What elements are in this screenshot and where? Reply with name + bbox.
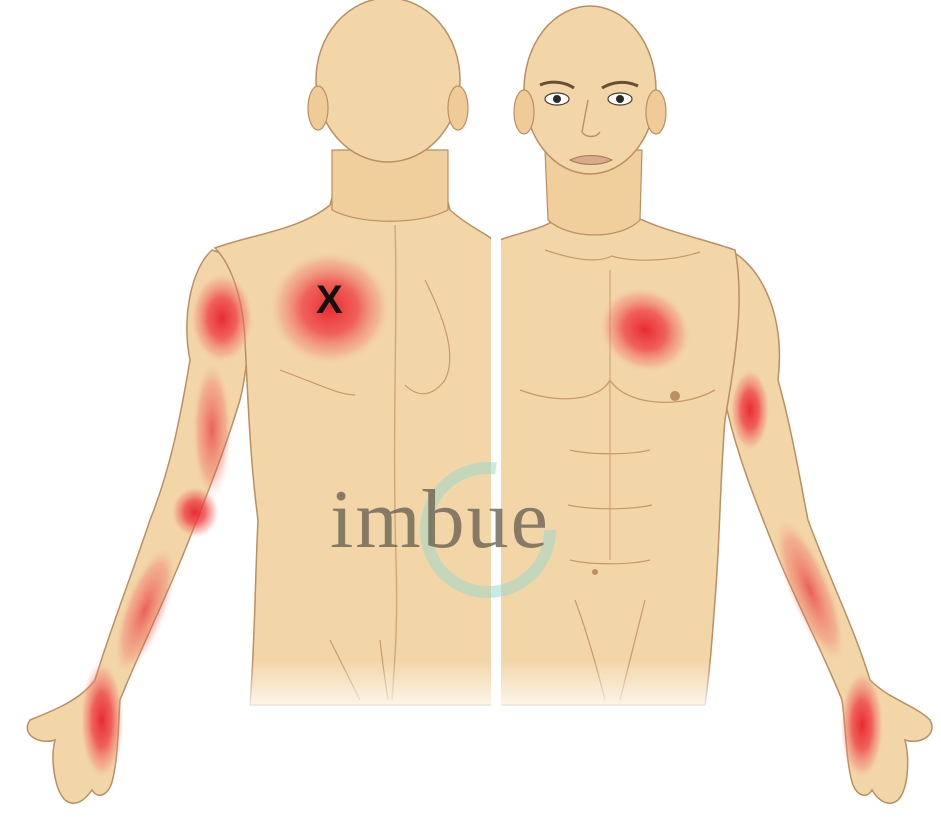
front-left-ear [514,90,534,134]
back-torso [215,170,492,705]
trigger-point-marker: X [316,280,343,320]
pain-zone-back-shoulder [190,272,254,364]
front-navel [592,569,598,575]
back-left-ear [308,86,328,130]
front-head [524,6,656,174]
front-right-ear [646,90,666,134]
front-right-arm [725,250,932,803]
pain-zone-back-upper-arm [192,360,232,500]
back-right-ear [448,86,468,130]
pain-zone-front-upper-arm [730,368,770,452]
pain-zone-back-hand [80,660,124,780]
pain-zone-back-elbow [171,486,219,538]
front-right-pupil [616,95,624,103]
pain-zone-front-hand [840,670,884,780]
back-head [316,0,460,162]
bottom-fade [230,660,730,720]
watermark-logo: imbue [330,478,550,562]
front-torso [500,180,739,705]
front-left-pupil [553,95,561,103]
front-nipple [670,391,680,401]
